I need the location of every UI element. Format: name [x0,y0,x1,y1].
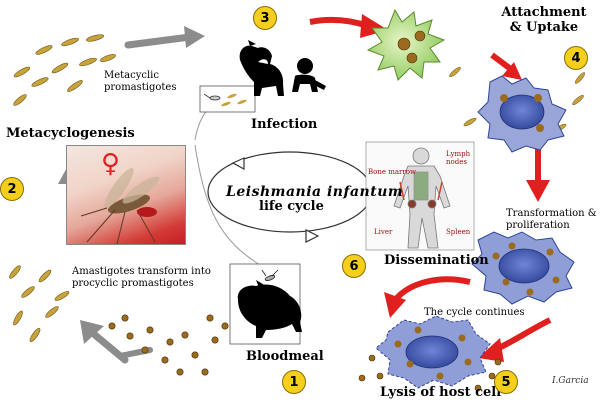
body-anatomy-icon [393,147,451,249]
step-1-label: Bloodmeal [246,349,324,364]
step-2-badge: 2 [0,177,24,201]
step-3-badge: 3 [253,6,277,30]
promastigote-icon [9,265,70,343]
metacyclic-label: Metacyclic promastigotes [104,70,177,93]
step-6-badge: 6 [342,254,366,278]
step-4-badge: 4 [564,46,588,70]
cycle-continues-label: The cycle continues [424,307,525,318]
sand-fly-icon [261,269,279,281]
cycle-subtitle: life cycle [259,199,324,214]
red-arrow-uptake [490,52,522,80]
step-4-label: Attachment & Uptake [501,5,587,35]
step-2-label: Metacyclogenesis [6,126,135,141]
amastigote-icon [108,314,229,376]
amastigote-icon [358,354,502,392]
step-3-label: Infection [251,117,318,132]
amastigotes-label: Amastigotes transform into procyclic pro… [72,266,211,289]
dog-icon [239,40,284,96]
transformation-label: Transformation & proliferation [506,208,597,231]
child-icon [292,58,326,92]
promastigote-icon [13,34,116,106]
organ-spleen: Spleen [446,228,471,236]
promastigote-icon [449,66,586,133]
infection-inset [199,85,256,113]
connector-line [194,144,261,266]
macrophage-icon [477,75,567,153]
promastigote-icon [221,93,247,107]
red-arrow-cycle [384,276,471,318]
sand-fly-icon [203,93,221,101]
grey-arrow-top [124,26,205,49]
macrophage-icon [471,231,575,305]
macrophage-icon [375,315,491,389]
sand-fly-photo: ♀ [66,145,186,245]
organ-bone-marrow: Bone marrow [368,168,416,176]
organ-liver: Liver [374,228,393,236]
author-signature: I.Garcia [552,376,589,386]
cycle-title: Leishmania infantum [226,184,404,200]
sand-fly-icon [80,168,160,244]
step-6-label: Dissemination [384,253,489,268]
organ-lymph-nodes: Lymph nodes [446,150,471,167]
female-symbol: ♀ [101,149,121,179]
neutrophil-icon [366,8,446,81]
step-5-badge: 5 [494,370,518,394]
step-5-label: Lysis of host cell [380,385,502,400]
step-1-badge: 1 [282,370,306,394]
red-arrow-lysis [478,317,552,362]
dog-icon [237,280,302,338]
